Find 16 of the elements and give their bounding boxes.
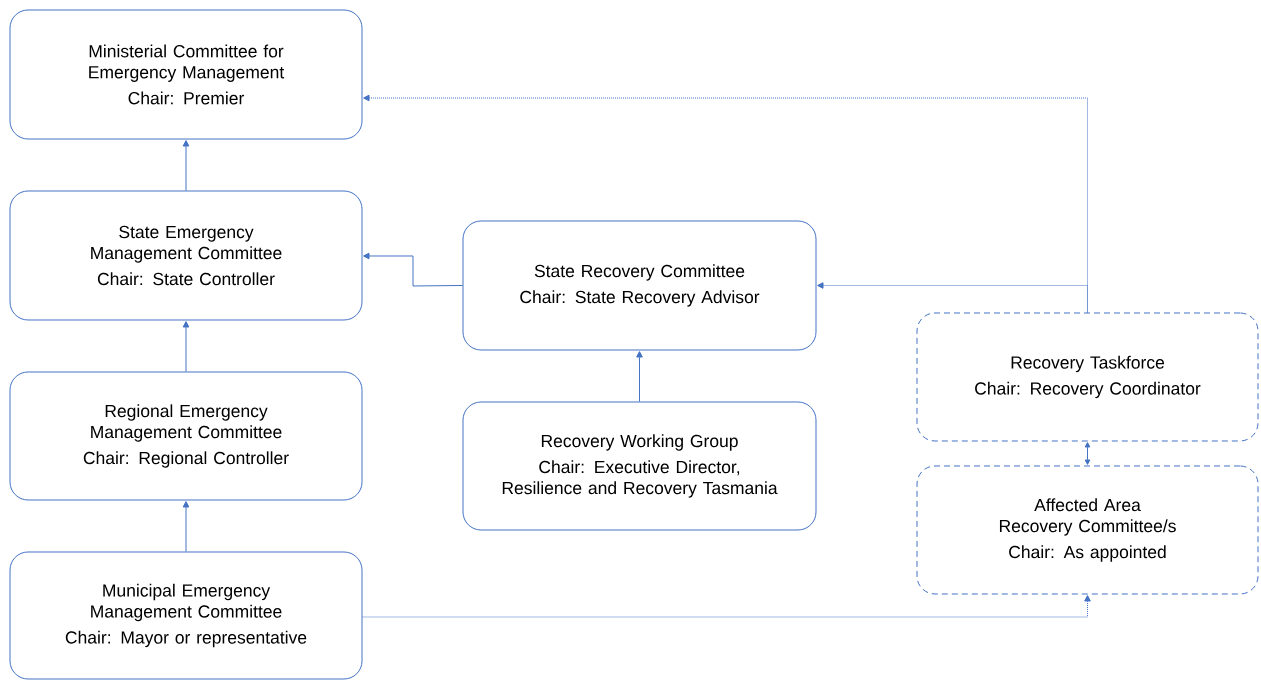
arrow <box>1084 442 1091 465</box>
committee-box: Recovery Taskforce Chair: Recovery Coordinator <box>916 312 1259 442</box>
arrow <box>363 252 463 287</box>
committee-box: Municipal Emergency Management Committee Chair: Mayor or representative <box>9 551 363 680</box>
arrow <box>636 351 643 402</box>
arrow <box>182 321 190 372</box>
committee-box: Recovery Working Group Chair: Executive Director, Resilience and Recovery Tasmania <box>462 401 817 531</box>
arrow <box>362 595 1091 618</box>
committee-box: Regional Emergency Management Committee Chair: Regional Controller <box>9 371 363 501</box>
committee-box: State Recovery Committee Chair: State Recovery Advisor <box>462 220 817 351</box>
committee-box: State Emergency Management Committee Chair: State Controller <box>9 190 363 321</box>
arrow <box>182 501 190 552</box>
committee-box: Ministerial Committee for Emergency Management Chair: Premier <box>9 9 363 140</box>
arrow <box>182 140 190 191</box>
arrow <box>817 282 1088 313</box>
committee-box: Affected Area Recovery Committee/s Chair: As appointed <box>916 465 1259 595</box>
